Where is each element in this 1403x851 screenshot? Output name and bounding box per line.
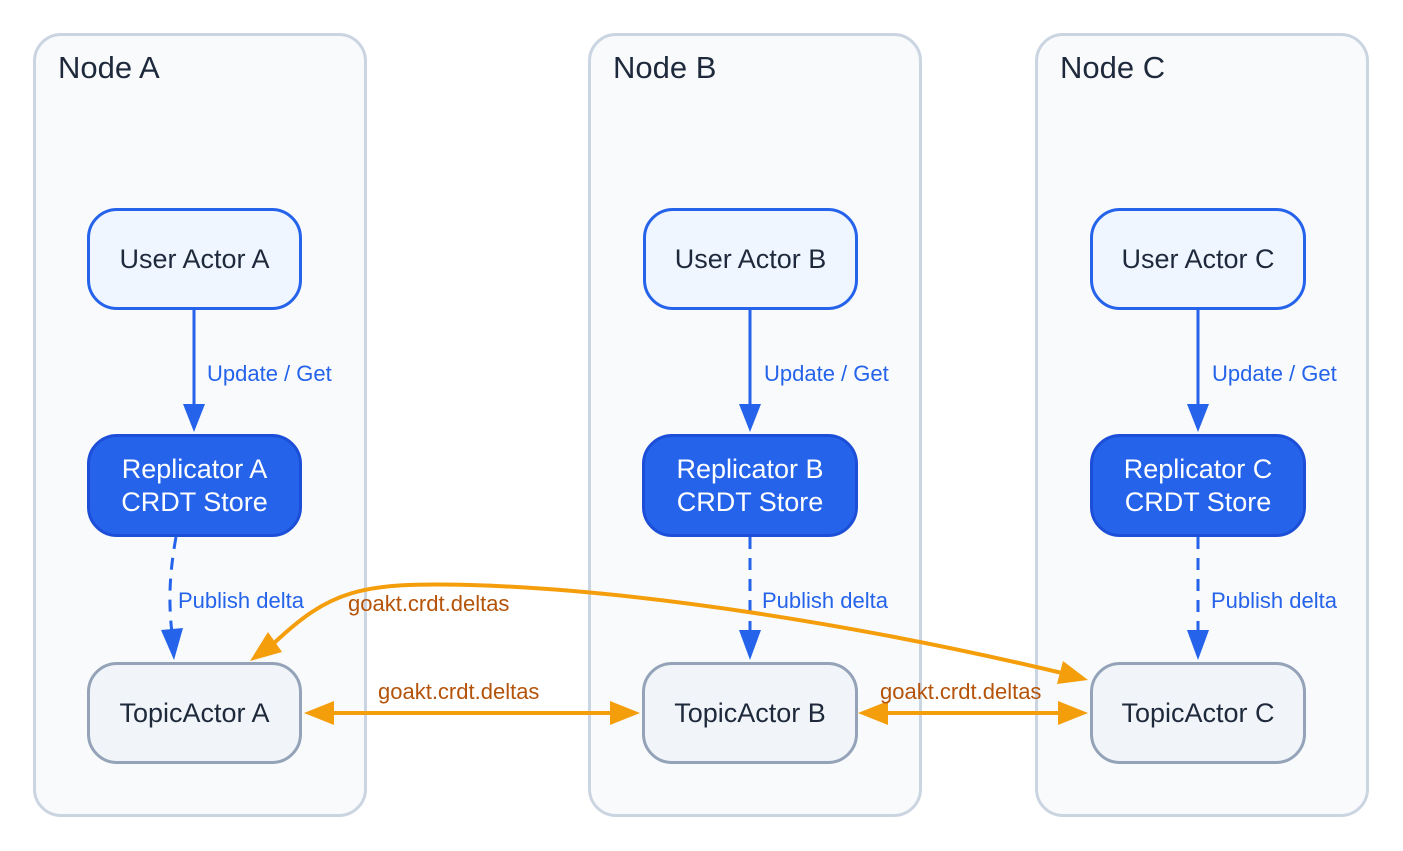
edge-label-update-get-a: Update / Get xyxy=(207,361,332,386)
replicator-store: CRDT Store xyxy=(1124,486,1272,517)
replicator-name: Replicator C xyxy=(1123,453,1273,484)
edge-replicator-b-to-topic-b xyxy=(739,537,761,660)
edge-topic-a-to-topic-c xyxy=(250,582,1088,684)
edge-replicator-c-to-topic-c xyxy=(1187,537,1209,660)
replicator-b[interactable]: Replicator B CRDT Store xyxy=(642,434,858,537)
node-label: TopicActor B xyxy=(674,697,826,728)
node-label: User Actor C xyxy=(1121,243,1275,274)
edge-topic-b-to-topic-c xyxy=(858,701,1088,725)
topic-actor-b[interactable]: TopicActor B xyxy=(642,662,858,764)
node-label: TopicActor A xyxy=(119,697,270,728)
replicator-a[interactable]: Replicator A CRDT Store xyxy=(87,434,302,537)
user-actor-b[interactable]: User Actor B xyxy=(643,208,858,310)
node-label: User Actor B xyxy=(674,243,827,274)
edge-user-b-to-replicator-b xyxy=(739,310,761,432)
edge-replicator-a-to-topic-a xyxy=(161,536,183,660)
topic-actor-c[interactable]: TopicActor C xyxy=(1090,662,1306,764)
node-label: Replicator A CRDT Store xyxy=(121,453,268,519)
topic-actor-a[interactable]: TopicActor A xyxy=(87,662,302,764)
edge-label-deltas-a-b: goakt.crdt.deltas xyxy=(378,679,539,704)
edge-user-a-to-replicator-a xyxy=(183,310,205,432)
edge-label-update-get-b: Update / Get xyxy=(764,361,889,386)
edge-label-publish-delta-b: Publish delta xyxy=(762,588,889,613)
cluster-title: Node C xyxy=(1060,50,1166,85)
node-label: User Actor A xyxy=(119,243,270,274)
replicator-name: Replicator B xyxy=(676,453,824,484)
replicator-store: CRDT Store xyxy=(121,486,268,517)
node-label: TopicActor C xyxy=(1121,697,1275,728)
replicator-store: CRDT Store xyxy=(676,486,824,517)
edge-label-deltas-b-c: goakt.crdt.deltas xyxy=(880,679,1041,704)
cluster-title: Node B xyxy=(613,50,717,85)
user-actor-a[interactable]: User Actor A xyxy=(87,208,302,310)
edge-user-c-to-replicator-c xyxy=(1187,310,1209,432)
replicator-c[interactable]: Replicator C CRDT Store xyxy=(1090,434,1306,537)
node-label: Replicator B CRDT Store xyxy=(676,453,823,519)
edge-topic-a-to-topic-b xyxy=(304,701,640,725)
edge-label-deltas-a-c: goakt.crdt.deltas xyxy=(348,591,509,616)
edge-label-publish-delta-c: Publish delta xyxy=(1211,588,1338,613)
cluster-title: Node A xyxy=(58,50,160,85)
edge-label-publish-delta-a: Publish delta xyxy=(178,588,305,613)
user-actor-c[interactable]: User Actor C xyxy=(1090,208,1306,310)
node-label: Replicator C CRDT Store xyxy=(1124,453,1273,519)
replicator-name: Replicator A xyxy=(121,453,268,484)
edge-label-update-get-c: Update / Get xyxy=(1212,361,1337,386)
